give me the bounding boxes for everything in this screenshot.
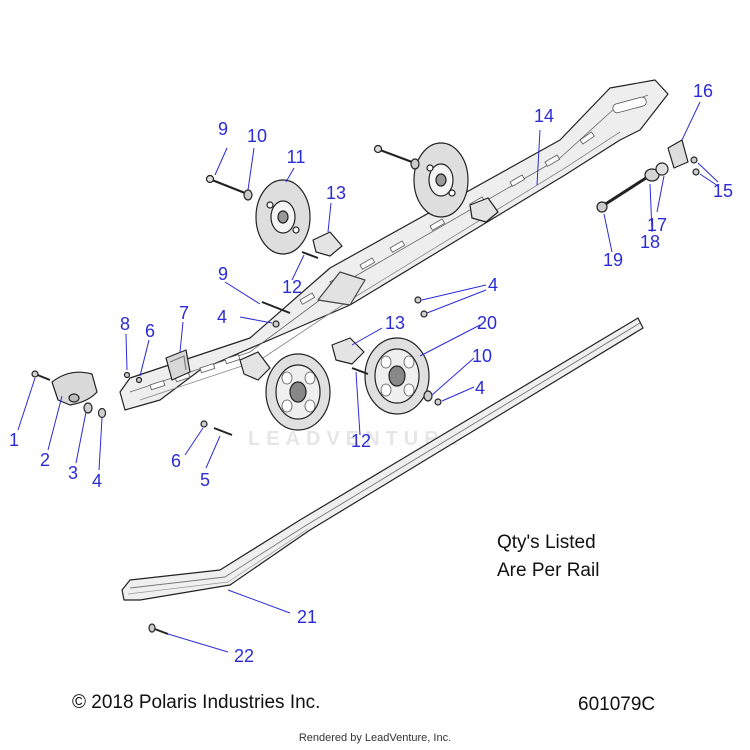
lower-wheel-front xyxy=(265,353,331,431)
callout-17[interactable]: 17 xyxy=(646,215,668,235)
slide-bolt xyxy=(148,623,169,635)
rear-axle-assembly xyxy=(596,139,700,213)
front-bumper-block xyxy=(51,371,98,406)
callout-21[interactable]: 21 xyxy=(296,607,318,627)
callout-9[interactable]: 9 xyxy=(217,264,229,284)
callout-2[interactable]: 2 xyxy=(39,450,51,470)
upper-bolt-washer xyxy=(205,144,420,201)
rear-upper-idler-wheel xyxy=(413,142,469,218)
callout-6[interactable]: 6 xyxy=(144,321,156,341)
slide-block xyxy=(165,349,191,381)
callout-16[interactable]: 16 xyxy=(692,81,714,101)
callout-7[interactable]: 7 xyxy=(178,303,190,323)
qty-note-line-2: Are Per Rail xyxy=(497,560,600,581)
callout-4[interactable]: 4 xyxy=(216,307,228,327)
callout-13[interactable]: 13 xyxy=(384,313,406,333)
leader-lines xyxy=(17,101,719,653)
hyfax-slide xyxy=(121,317,644,601)
spacer-upper xyxy=(312,197,499,257)
callout-8[interactable]: 8 xyxy=(119,314,131,334)
rail-assembly xyxy=(119,79,669,411)
lower-wheel-rear xyxy=(364,337,430,415)
callout-10[interactable]: 10 xyxy=(471,346,493,366)
callout-1[interactable]: 1 xyxy=(8,430,20,450)
callout-4[interactable]: 4 xyxy=(474,378,486,398)
callout-6[interactable]: 6 xyxy=(170,451,182,471)
callout-12[interactable]: 12 xyxy=(281,277,303,297)
rendered-by-credit: Rendered by LeadVenture, Inc. xyxy=(298,732,452,744)
copyright-text: © 2018 Polaris Industries Inc. xyxy=(72,692,321,713)
callout-3[interactable]: 3 xyxy=(67,463,79,483)
callout-5[interactable]: 5 xyxy=(199,470,211,490)
callout-12[interactable]: 12 xyxy=(350,431,372,451)
hardware xyxy=(31,251,442,436)
callout-22[interactable]: 22 xyxy=(233,646,255,666)
callout-18[interactable]: 18 xyxy=(639,232,661,252)
callout-14[interactable]: 14 xyxy=(533,106,555,126)
callout-4[interactable]: 4 xyxy=(91,471,103,491)
callout-19[interactable]: 19 xyxy=(602,250,624,270)
callout-9[interactable]: 9 xyxy=(217,119,229,139)
qty-note-line-1: Qty's Listed xyxy=(497,532,596,553)
upper-idler-wheel xyxy=(255,179,311,255)
drawing-number: 601079C xyxy=(578,694,656,715)
callout-4[interactable]: 4 xyxy=(487,275,499,295)
callout-10[interactable]: 10 xyxy=(246,126,268,146)
callout-11[interactable]: 11 xyxy=(286,147,306,167)
spacer-lower xyxy=(239,337,365,381)
callout-13[interactable]: 13 xyxy=(325,183,347,203)
callout-20[interactable]: 20 xyxy=(476,313,498,333)
callout-15[interactable]: 15 xyxy=(712,181,734,201)
watermark: LEADVENTURE xyxy=(248,428,465,450)
